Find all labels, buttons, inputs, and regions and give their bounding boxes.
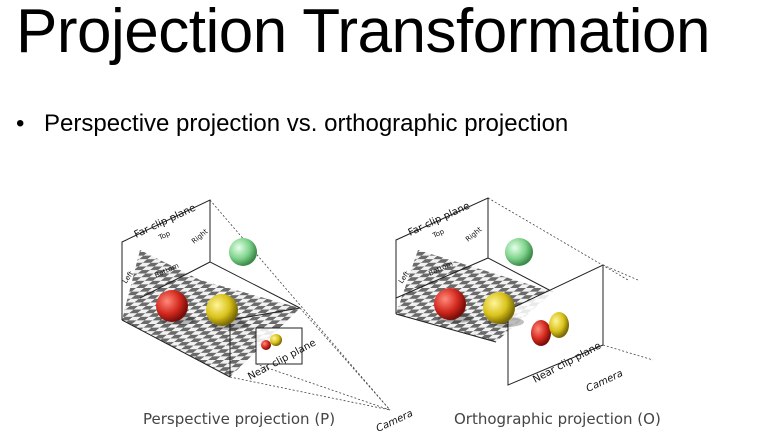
right-label: Right (190, 227, 209, 245)
green-sphere (505, 238, 533, 266)
yellow-sphere (206, 294, 238, 326)
bullet-dot-icon: • (16, 110, 25, 137)
camera-label: Camera (585, 368, 625, 395)
near-plane-yellow-sphere (549, 312, 569, 338)
top-label: Top (157, 229, 172, 242)
near-plane-red-sphere (531, 320, 551, 346)
perspective-caption: Perspective projection (P) (143, 410, 336, 428)
orthographic-projection-figure: Far clip plane Top Right Left Bottom Nea… (395, 197, 654, 395)
perspective-projection-figure: Far clip plane Top Right Left Bottom Nea… (121, 199, 415, 435)
red-sphere (434, 288, 466, 320)
bullet-text: Perspective projection vs. orthographic … (44, 110, 569, 137)
near-plane-red-sphere (261, 340, 271, 350)
right-label: Right (464, 225, 483, 243)
green-sphere (229, 238, 257, 266)
red-sphere (156, 290, 188, 322)
bullet-item: • Perspective projection vs. orthographic… (16, 110, 568, 138)
near-plane-yellow-sphere (270, 334, 282, 346)
slide-title: Projection Transformation (16, 0, 710, 66)
frustum-dotted-lines (209, 199, 391, 411)
camera-label: Camera (375, 408, 415, 435)
orthographic-caption: Orthographic projection (O) (454, 410, 661, 428)
box-dotted-lines (487, 197, 654, 361)
yellow-sphere (483, 292, 515, 324)
top-label: Top (431, 227, 446, 240)
